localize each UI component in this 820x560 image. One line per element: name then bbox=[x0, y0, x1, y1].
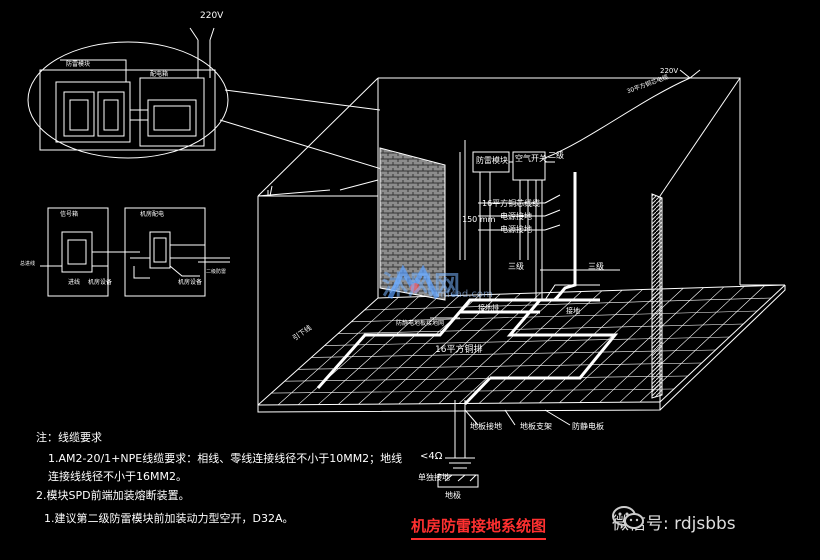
floor-grid-line bbox=[324, 336, 730, 346]
label-antistatic-floor: 防静电板 bbox=[572, 422, 604, 431]
floor-grid-line bbox=[539, 288, 664, 404]
watermark-brand: 沐风网 bbox=[382, 271, 461, 301]
floor-grid-line bbox=[284, 375, 688, 382]
right-wall-strip bbox=[651, 193, 663, 399]
floor-grid-line bbox=[619, 286, 745, 403]
label-small-right-bottom: 机房设备 bbox=[178, 279, 203, 286]
label-220v-top: 220V bbox=[200, 11, 224, 21]
floor-grid-line bbox=[364, 297, 772, 311]
watermark-url: mfcad.com bbox=[437, 289, 493, 300]
label-floor-support: 地板支架 bbox=[520, 422, 552, 431]
label-power-ground: 电源接地 bbox=[500, 212, 532, 221]
wechat-icon bbox=[612, 506, 644, 529]
notes-item3: 1.建议第二级防雷模块前加装动力型空开，D32A。 bbox=[44, 512, 294, 525]
floor-grid-line bbox=[277, 297, 399, 406]
label-small-arrow-right: 二级防雷 bbox=[206, 269, 227, 275]
label-ground-pole: 地极 bbox=[445, 491, 461, 500]
notes-header: 注：线缆要求 bbox=[36, 431, 102, 444]
floor-grid-line bbox=[498, 289, 623, 404]
label-ups-ground: 电源接地 bbox=[500, 225, 532, 234]
label-150mm: 150 mm bbox=[462, 215, 496, 224]
label-ground-grid: 防静电地板接地网 bbox=[396, 320, 445, 327]
label-16mm-wire: 16平方铜芯线缆 bbox=[482, 199, 541, 208]
label-small-right-title: 机房配电 bbox=[140, 211, 165, 218]
label-single-ground: 单独接地 bbox=[418, 473, 450, 482]
floor-grid-line bbox=[338, 295, 460, 405]
label-inset-module: 防雷模块 bbox=[66, 61, 91, 68]
brick-wall bbox=[379, 147, 446, 301]
floor-grid-line bbox=[458, 291, 582, 404]
label-small-arrow-left: 总进线 bbox=[20, 261, 36, 267]
label-frame-edge: 接地 bbox=[566, 307, 580, 315]
floor-grid-line bbox=[297, 362, 702, 370]
watermark-logo-icon bbox=[387, 264, 440, 300]
label-secondary: 二级 bbox=[548, 151, 564, 160]
label-small-left-bottom2: 机房设备 bbox=[88, 279, 113, 286]
wechat-badge: 微信号: rdjsbbs bbox=[612, 505, 736, 537]
label-inset-box: 配电箱 bbox=[150, 71, 169, 78]
notes-item1a: 1.AM2-20/1+NPE线缆要求：相线、零线连接线径不小于10MM2；地线 bbox=[48, 452, 403, 465]
notes-item2: 2.模块SPD前端加装熔断装置。 bbox=[36, 489, 190, 502]
ground-loop bbox=[316, 172, 619, 406]
floor-grid-line bbox=[297, 296, 419, 405]
detail-inset bbox=[27, 27, 386, 171]
notes-item1b: 连接线线径不小于16MM2。 bbox=[48, 470, 187, 483]
floor-grid-line bbox=[351, 310, 758, 323]
label-spd-switch: 空气开关 bbox=[515, 154, 547, 163]
label-small-left-title: 信号箱 bbox=[60, 211, 79, 218]
diagram-title: 机房防雷接地系统图 bbox=[411, 515, 547, 540]
label-floor-mesh: 16平方铜排 bbox=[435, 345, 483, 355]
floor-grid-line bbox=[438, 291, 562, 404]
floor-grid-line bbox=[478, 290, 603, 404]
floor-grid-line bbox=[318, 295, 440, 405]
floor-grid-line bbox=[519, 289, 643, 404]
label-220v-right: 220V bbox=[660, 67, 679, 75]
floor-grid-line bbox=[337, 323, 744, 334]
label-level3-b: 三级 bbox=[588, 262, 604, 271]
small-diagrams bbox=[40, 207, 230, 297]
wiring bbox=[257, 69, 701, 488]
label-small-left-bottom: 进线 bbox=[68, 279, 81, 286]
floor-grid-line bbox=[579, 287, 704, 403]
label-level3-a: 三级 bbox=[508, 262, 524, 271]
floor-grid-line bbox=[311, 349, 716, 358]
label-lightning-module: 防雷模块 bbox=[476, 156, 508, 165]
label-resistance: <4Ω bbox=[420, 451, 443, 462]
machine-room bbox=[257, 77, 786, 413]
floor-grid-line bbox=[559, 288, 684, 403]
label-ground-bar: 接地排 bbox=[478, 304, 499, 312]
label-floor-ground: 地板接地 bbox=[470, 422, 502, 431]
floor-grid-line bbox=[271, 388, 674, 394]
